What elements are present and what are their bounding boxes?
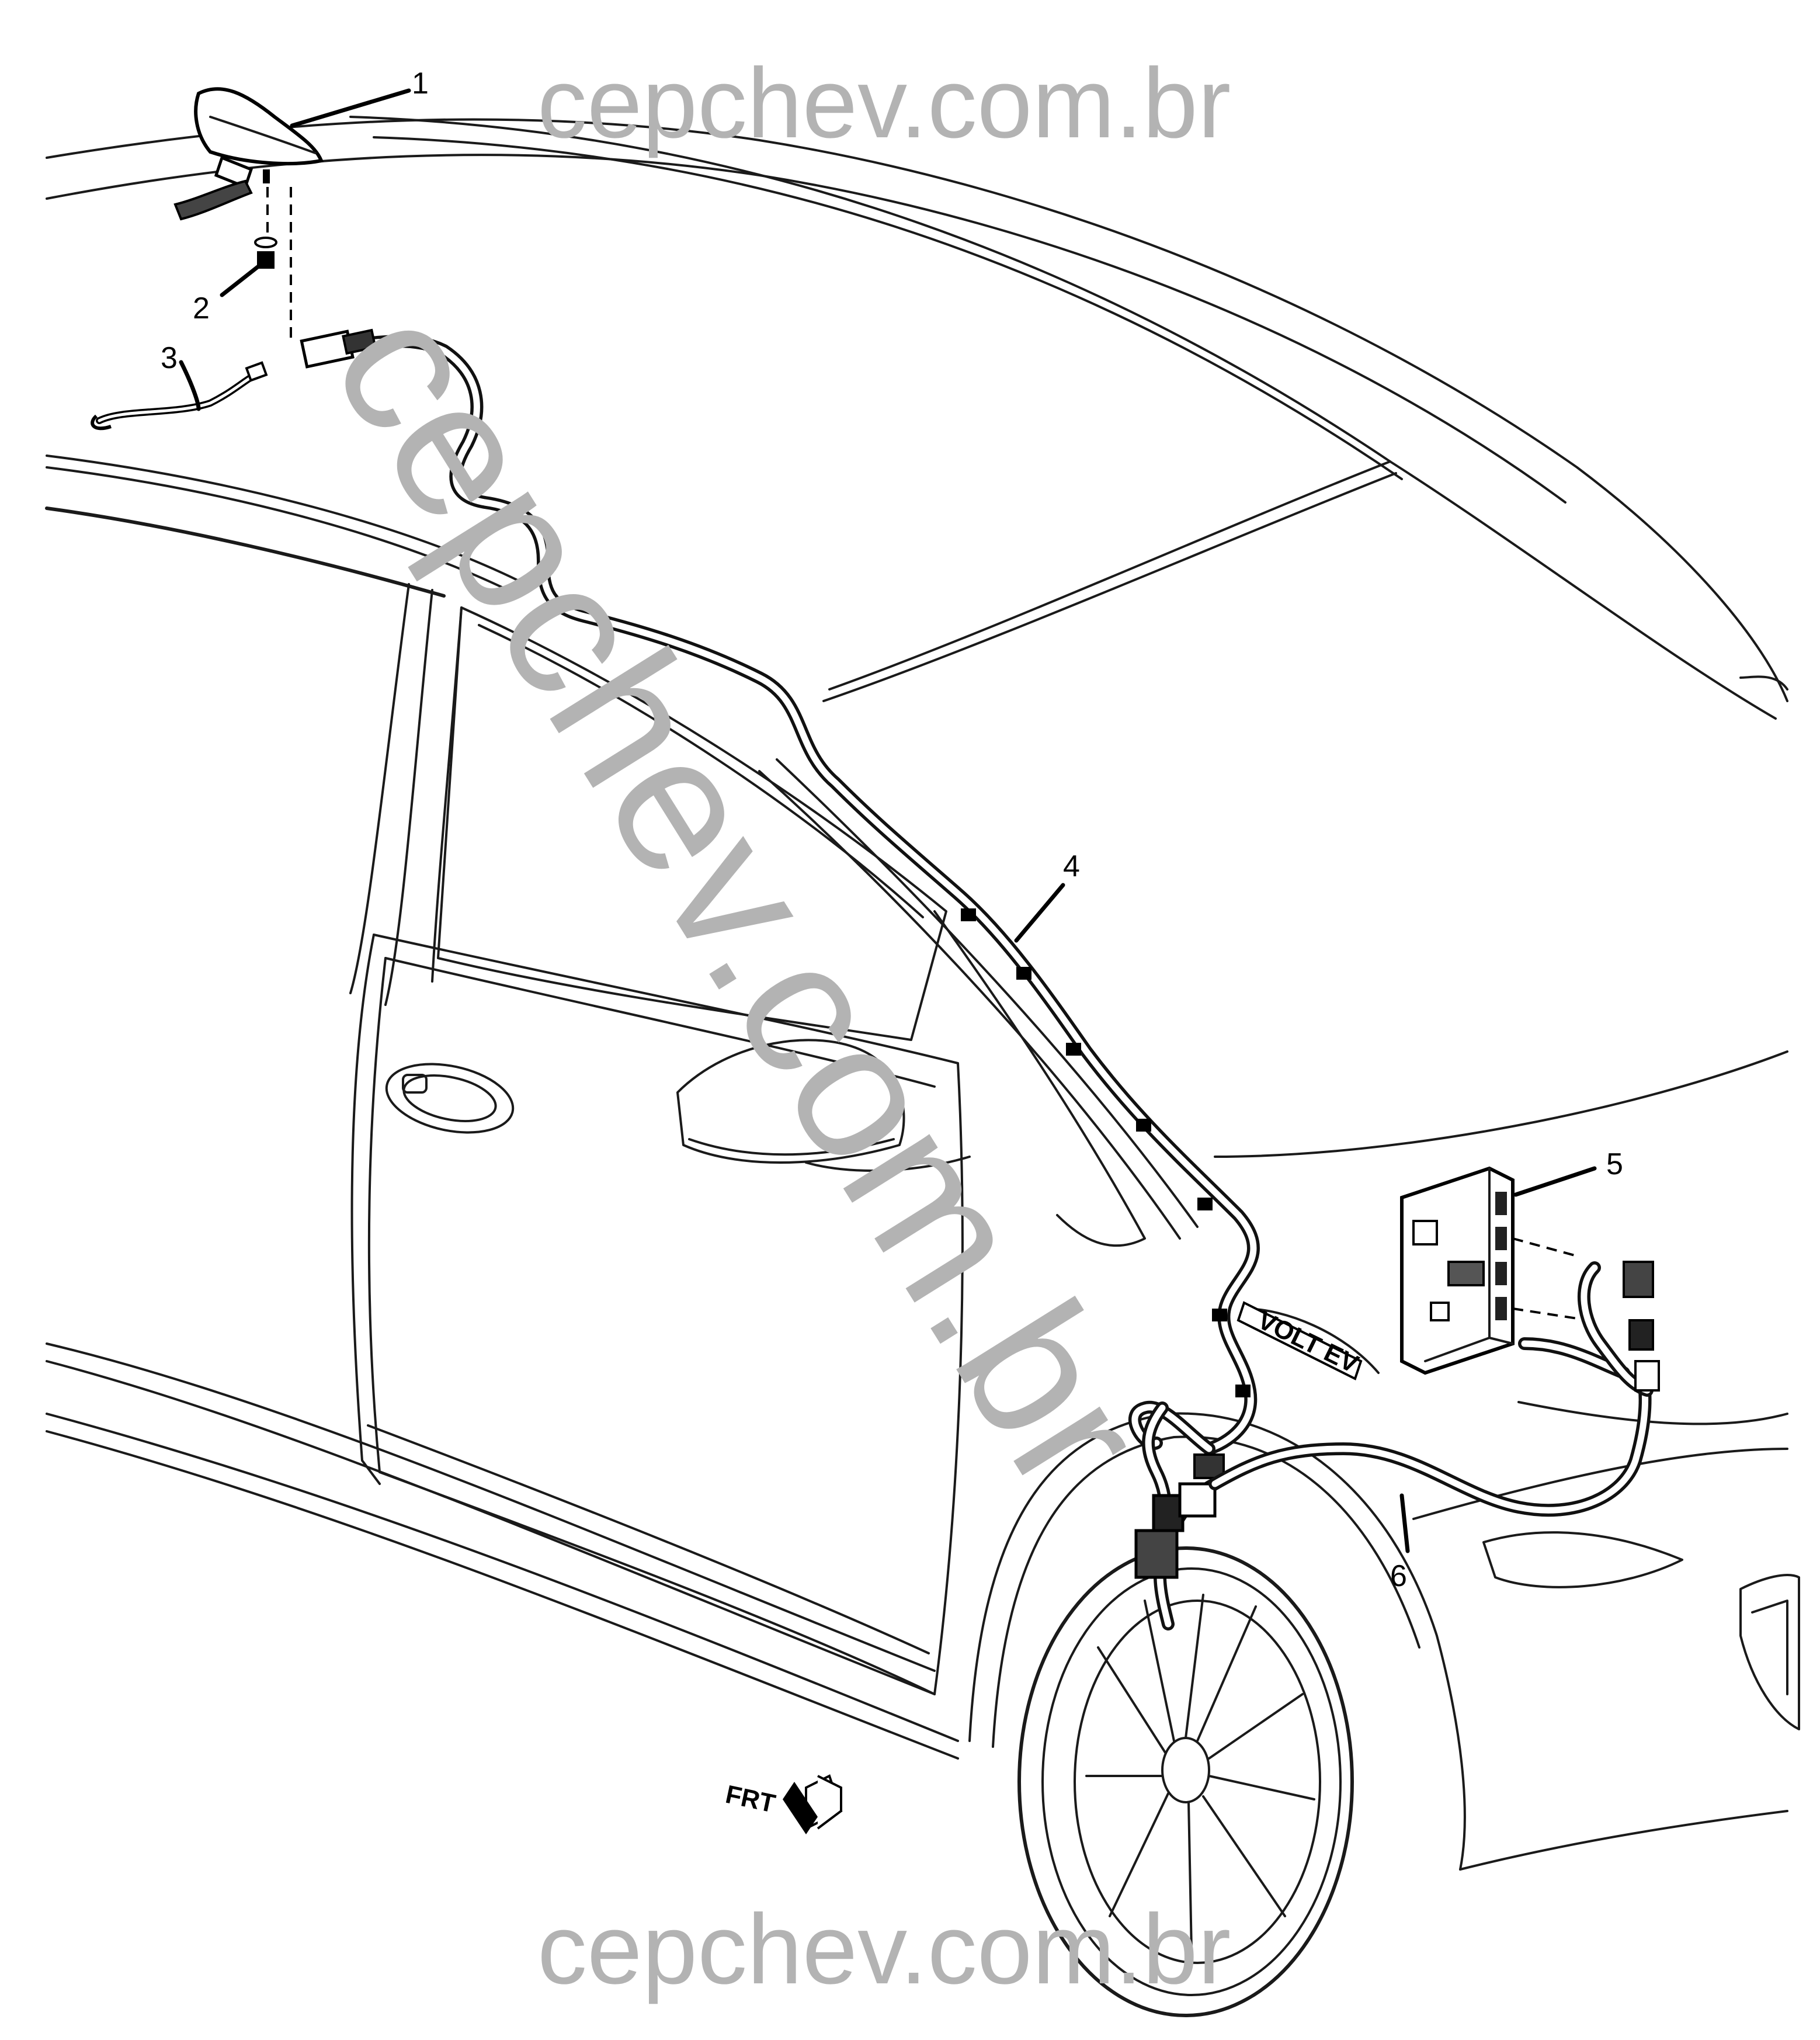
- callout-1: 1: [412, 67, 429, 100]
- watermark-bottom: cepchev.com.br: [537, 1894, 1231, 2005]
- roof-antenna: [173, 87, 324, 221]
- model-badge: VOLT EV: [1237, 1301, 1363, 1380]
- callout-2: 2: [193, 292, 210, 325]
- telematics-module: [1400, 1166, 1660, 1397]
- watermark-top: cepchev.com.br: [537, 48, 1231, 159]
- callout-4: 4: [1063, 849, 1080, 883]
- leader-lines: [179, 88, 1597, 1553]
- badge-text: VOLT EV: [1253, 1306, 1363, 1379]
- callout-3: 3: [161, 341, 178, 375]
- front-direction-indicator: FRT: [723, 1774, 843, 1834]
- module-antenna-cable: [1208, 1361, 1652, 1517]
- callout-5: 5: [1606, 1147, 1623, 1181]
- front-wheel: [1017, 1546, 1354, 2017]
- antenna-lead-cable: [91, 361, 268, 431]
- wheelhouse-connectors: [1128, 1400, 1225, 1630]
- antenna-main-harness: [300, 328, 1260, 1455]
- callout-6: 6: [1390, 1559, 1407, 1593]
- vehicle-body: [45, 116, 1800, 1871]
- frt-label: FRT: [723, 1780, 778, 1819]
- callout-numbers: 1 2 3 4 5 6: [161, 67, 1623, 1593]
